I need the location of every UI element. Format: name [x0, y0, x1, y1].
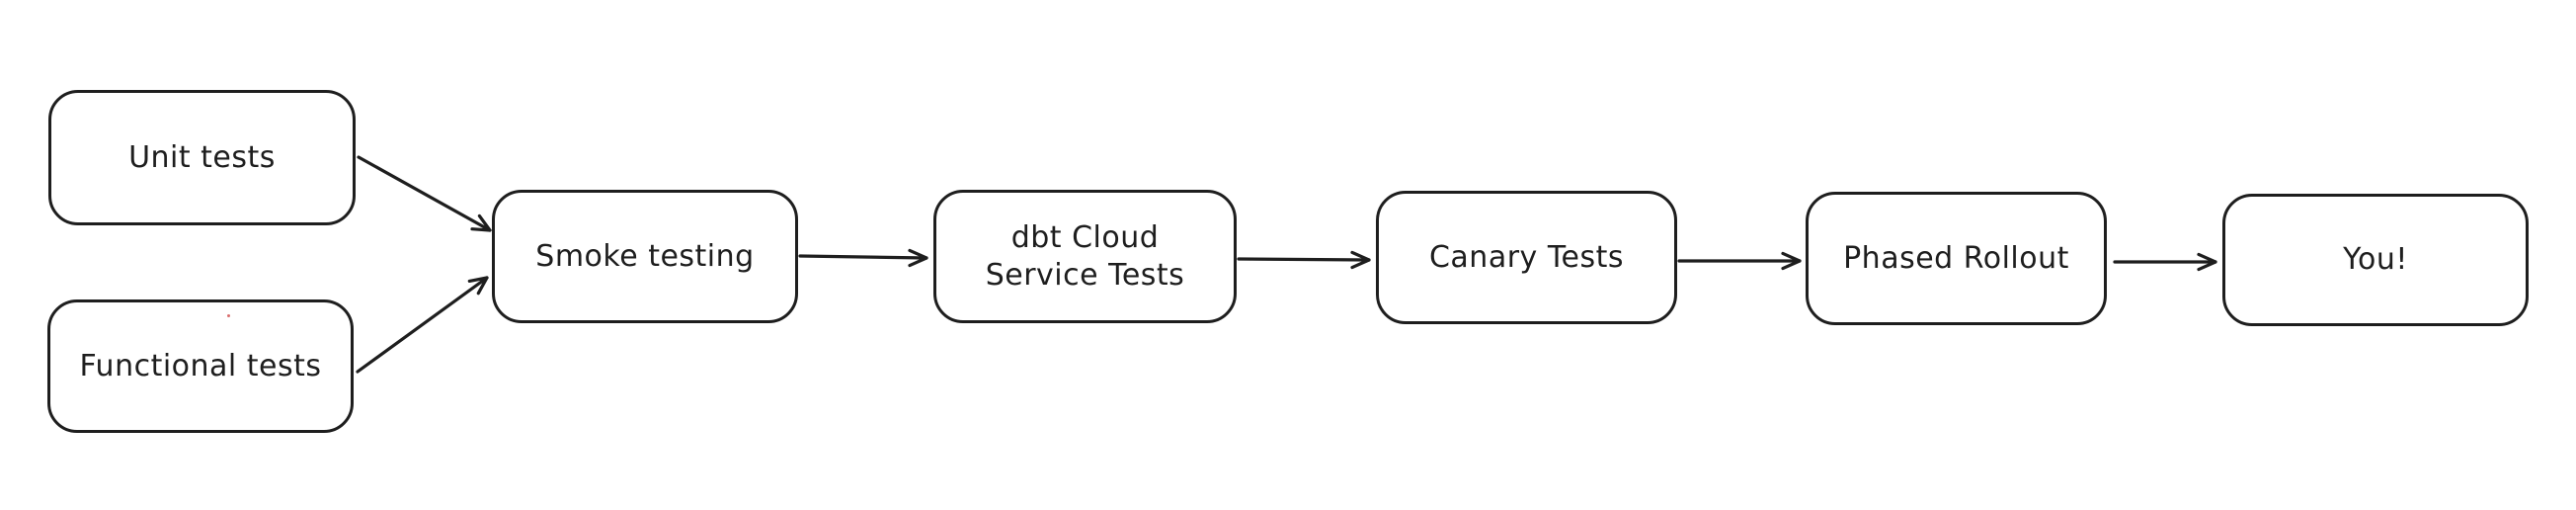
- node-canary-tests: Canary Tests: [1376, 191, 1677, 324]
- node-smoke-testing-label: Smoke testing: [535, 238, 755, 274]
- node-phased-rollout-label: Phased Rollout: [1843, 240, 2069, 276]
- arrowhead-icon: [2197, 252, 2217, 272]
- node-you-label: You!: [2343, 242, 2408, 277]
- node-unit-tests: Unit tests: [48, 90, 356, 225]
- node-functional-tests-label: Functional tests: [79, 348, 322, 383]
- node-dbt-cloud-service-tests: dbt Cloud Service Tests: [933, 190, 1237, 323]
- node-functional-tests: Functional tests: [47, 299, 354, 433]
- arrowhead-icon: [470, 213, 492, 232]
- arrowhead-icon: [467, 276, 489, 296]
- node-phased-rollout: Phased Rollout: [1806, 192, 2107, 325]
- arrowhead-icon: [1350, 250, 1371, 270]
- edge-dbt-cloud-service-tests-to-canary-tests: [1237, 250, 1371, 270]
- node-you: You!: [2222, 194, 2529, 326]
- node-smoke-testing: Smoke testing: [492, 190, 798, 323]
- arrowhead-icon: [908, 248, 928, 268]
- arrowhead-icon: [1781, 251, 1802, 271]
- edge-canary-tests-to-phased-rollout: [1677, 251, 1802, 271]
- edge-unit-tests-to-smoke-testing: [357, 155, 492, 232]
- node-unit-tests-label: Unit tests: [128, 139, 276, 175]
- node-dbt-cloud-service-tests-label: dbt Cloud Service Tests: [985, 219, 1185, 293]
- edge-functional-tests-to-smoke-testing: [356, 276, 489, 374]
- edge-smoke-testing-to-dbt-cloud-service-tests: [798, 248, 928, 268]
- node-canary-tests-label: Canary Tests: [1428, 239, 1625, 275]
- red-dot-artifact: [227, 314, 230, 317]
- edge-phased-rollout-to-you: [2113, 252, 2217, 272]
